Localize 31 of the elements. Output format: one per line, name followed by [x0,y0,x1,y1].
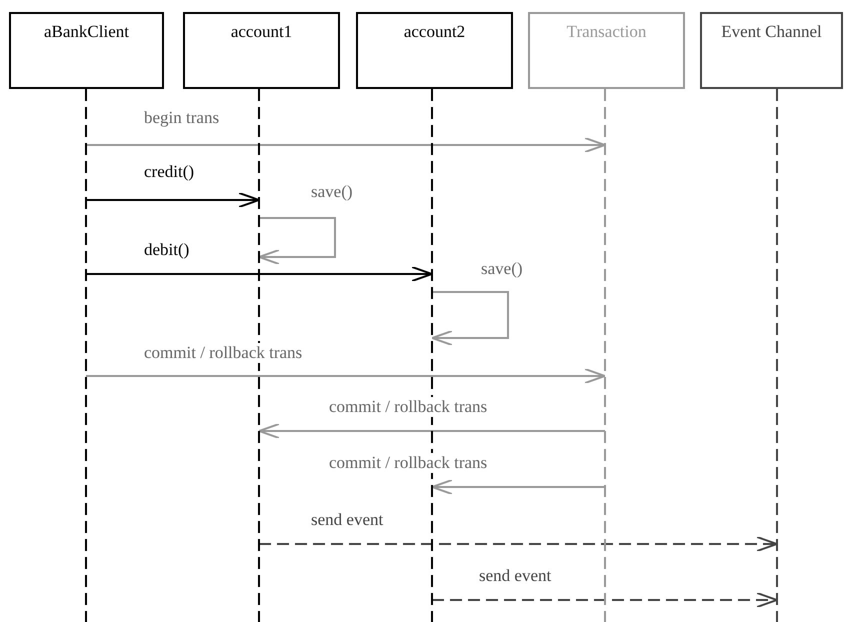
message-label: commit / rollback trans [328,397,488,417]
message-label: save() [310,182,354,202]
message-arrow [258,423,605,439]
lifeline [775,89,779,622]
lifeline-header-box [700,12,843,89]
message-arrow [86,368,606,384]
lifeline-header-box [356,12,513,89]
message-arrow [86,137,606,153]
message-label: begin trans [143,108,220,128]
message-label: commit / rollback trans [143,343,304,363]
participant-name: account1 [230,21,292,43]
message-arrow [258,217,336,265]
lifeline-header-box [528,12,685,89]
message-label: commit / rollback trans [328,453,488,473]
message-arrow [432,592,778,608]
lifeline-header-box [183,12,340,89]
lifeline [84,89,88,622]
message-arrow [86,192,260,208]
lifeline-header-box [9,12,164,89]
message-arrow [431,479,605,495]
message-arrow [86,266,433,282]
participant-name: Event Channel [721,21,822,43]
message-label: save() [480,259,524,279]
participant-name: account2 [404,21,466,43]
lifeline [603,89,607,622]
participant-name: Transaction [566,21,646,43]
message-arrow [431,291,509,346]
message-label: credit() [143,162,196,182]
participant-name: aBankClient [44,21,129,43]
message-arrow [259,536,778,552]
message-label: debit() [143,240,190,260]
